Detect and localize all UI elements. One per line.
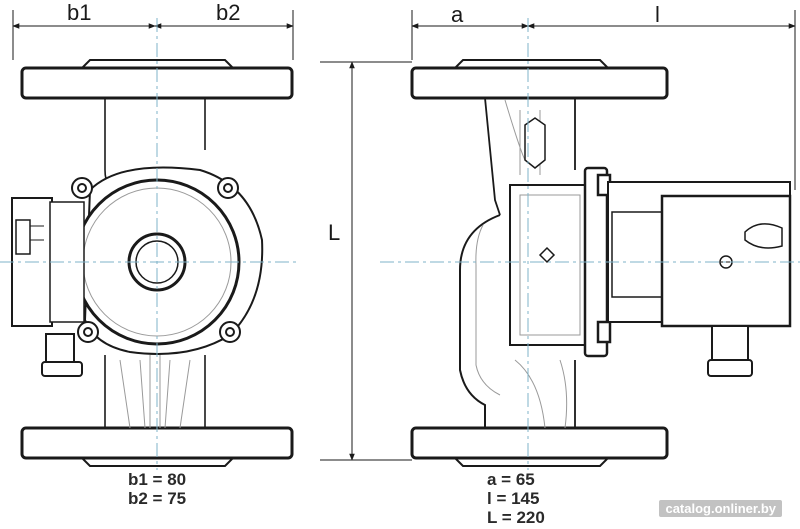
watermark: catalog.onliner.by (659, 500, 782, 517)
label-a: a (451, 2, 464, 27)
dimension-L (320, 61, 412, 461)
side-top-flange (410, 66, 669, 100)
front-view (0, 10, 300, 470)
side-specs: a = 65 l = 145 L = 220 (487, 470, 545, 527)
cable-gland-front (41, 333, 83, 377)
front-centerlines (0, 18, 300, 470)
bolt-bosses (71, 177, 241, 343)
side-view (320, 10, 800, 470)
spec-a: a = 65 (487, 470, 535, 489)
cable-gland-side (707, 325, 753, 377)
side-pump-housing (509, 184, 591, 346)
side-centerlines (380, 18, 800, 470)
dimension-b1-b2 (12, 10, 294, 60)
spec-l: l = 145 (487, 489, 540, 508)
side-motor-body (607, 181, 792, 328)
spec-b1: b1 = 80 (128, 470, 187, 489)
label-b2: b2 (216, 0, 241, 25)
label-L: L (328, 220, 341, 245)
label-b1: b1 (67, 0, 92, 25)
spec-L: L = 220 (487, 508, 545, 527)
dimension-a-l (411, 10, 796, 190)
terminal-box-front (11, 197, 85, 327)
front-specs: b1 = 80 b2 = 75 (128, 470, 186, 508)
spec-b2: b2 = 75 (128, 489, 187, 508)
label-l: l (655, 2, 660, 27)
side-bottom-flange (410, 426, 669, 460)
